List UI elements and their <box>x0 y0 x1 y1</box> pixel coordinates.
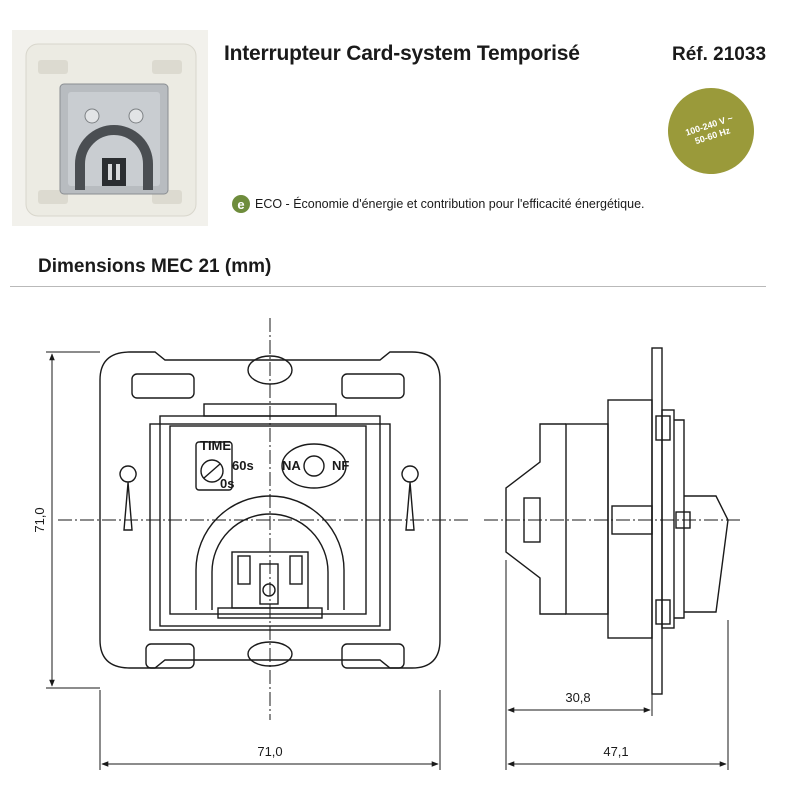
width-dimension-label: 71,0 <box>257 744 282 759</box>
section-title: Dimensions MEC 21 (mm) <box>38 256 272 277</box>
eco-text: ECO - Économie d'énergie et contribution… <box>255 197 645 211</box>
product-reference: Réf. 21033 <box>672 44 767 65</box>
time-max-label: 60s <box>232 458 254 473</box>
side-view <box>505 347 729 695</box>
product-photo <box>12 30 208 226</box>
eco-note: e ECO - Économie d'énergie et contributi… <box>232 195 645 213</box>
total-depth-dimension-label: 47,1 <box>603 744 628 759</box>
product-title: Interrupteur Card-system Temporisé <box>224 42 580 65</box>
time-min-label: 0s <box>220 476 234 491</box>
eco-icon: e <box>232 195 250 213</box>
front-view-labels: TIME 60s 0s NA NF <box>200 438 349 491</box>
depth-dimension-label: 30,8 <box>565 690 590 705</box>
front-view <box>99 351 441 669</box>
contact-nf-label: NF <box>332 458 349 473</box>
time-label: TIME <box>200 438 231 453</box>
section-divider <box>10 286 766 287</box>
height-dimension-label: 71,0 <box>32 507 47 532</box>
contact-na-label: NA <box>282 458 301 473</box>
dimension-lines <box>46 351 729 770</box>
